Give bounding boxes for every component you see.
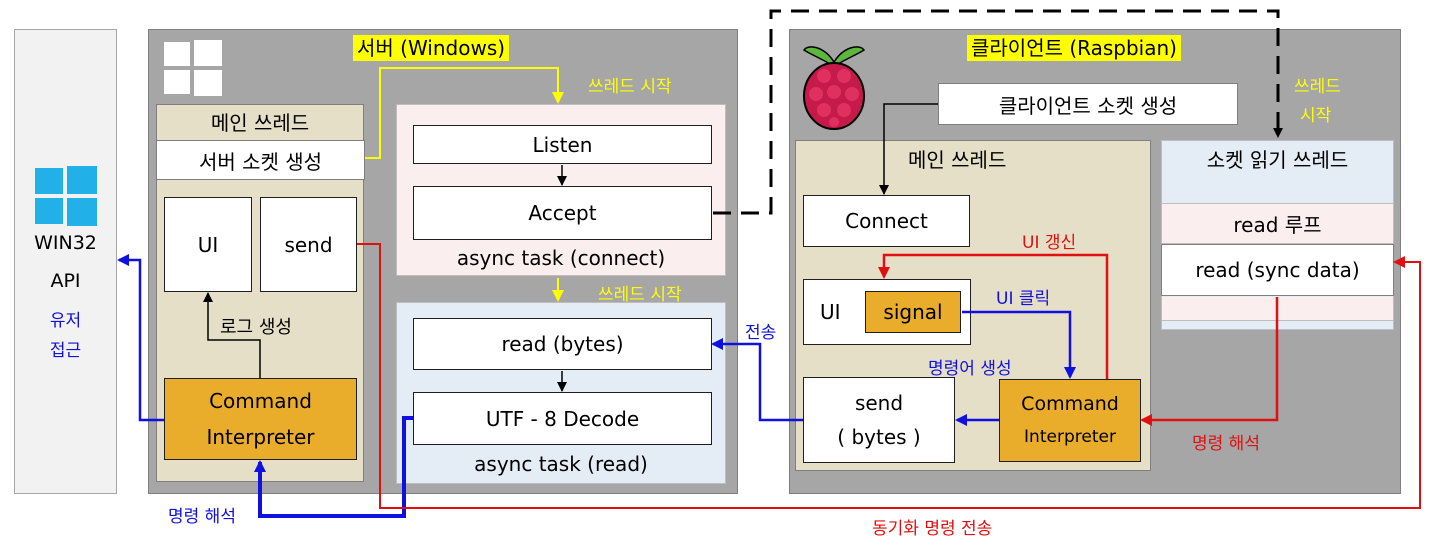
raspberry-pi-icon	[802, 46, 866, 130]
client-ui-label: UI	[820, 300, 841, 324]
connection-dashed-line	[713, 9, 1283, 215]
api-title: API	[50, 270, 81, 292]
server-title: 서버 (Windows)	[353, 35, 510, 61]
client-thread-start-2: 시작	[1300, 106, 1332, 126]
transmit-label: 전송	[745, 323, 777, 343]
client-socket-to-connect-arrow	[879, 103, 938, 195]
server-create-socket-box: 서버 소켓 생성	[156, 140, 365, 180]
client-send-line2: ( bytes )	[837, 425, 921, 449]
user-access-label-2: 접근	[49, 340, 82, 361]
read-sync-box: read (sync data)	[1161, 244, 1394, 296]
server-main-thread-label: 메인 쓰레드	[210, 110, 310, 135]
thread-start-arrow-1	[365, 67, 564, 159]
read-loop-label: read 루프	[1162, 203, 1393, 244]
read-bytes-box: read (bytes)	[413, 318, 712, 370]
log-create-arrow	[203, 292, 261, 378]
async-connect-label: async task (connect)	[456, 246, 666, 270]
decode-to-server-cmd-arrow	[254, 416, 413, 518]
server-send-box: send	[260, 197, 357, 292]
thread-start-label-1: 쓰레드 시작	[588, 77, 672, 97]
client-title: 클라이언트 (Raspbian)	[967, 35, 1181, 61]
signal-to-client-cmd-arrow	[962, 310, 1076, 379]
client-send-to-read-arrow	[711, 338, 803, 422]
client-cmd-line1: Command	[1021, 392, 1119, 415]
client-thread-start-1: 쓰레드	[1294, 77, 1341, 97]
client-command-interpreter: Command Interpreter	[999, 379, 1141, 462]
sync-command-send-arrow	[357, 243, 1421, 509]
signal-box: signal	[865, 291, 961, 333]
client-send-box: send ( bytes )	[803, 377, 955, 463]
server-ui-box: UI	[164, 197, 252, 292]
client-main-thread-label: 메인 쓰레드	[908, 148, 1007, 172]
socket-read-thread-label: 소켓 읽기 쓰레드	[1206, 147, 1349, 172]
ui-click-label: UI 클릭	[996, 289, 1051, 309]
win32-api-panel: WIN32 API 유저 접근	[14, 29, 117, 494]
sync-send-label: 동기화 명령 전송	[872, 519, 993, 539]
utf8-decode-box: UTF - 8 Decode	[413, 392, 712, 445]
windows-logo-icon	[35, 166, 97, 226]
windows-logo-icon	[164, 40, 222, 96]
listen-box: Listen	[413, 125, 712, 164]
ui-update-arrow	[878, 253, 1109, 379]
read-sync-to-client-cmd-arrow	[1140, 297, 1279, 426]
client-send-line1: send	[854, 391, 904, 415]
server-cmd-parse-label: 명령 해석	[168, 507, 236, 527]
thread-start-label-2: 쓰레드 시작	[598, 285, 682, 305]
log-create-label: 로그 생성	[220, 317, 292, 338]
server-cmd-to-win32-arrow	[117, 254, 164, 422]
accept-box: Accept	[413, 186, 712, 240]
client-cmd-line2: Interpreter	[1024, 426, 1116, 447]
server-command-interpreter: Command Interpreter	[164, 378, 357, 460]
client-create-socket-box: 클라이언트 소켓 생성	[938, 83, 1238, 125]
user-access-label-1: 유저	[49, 310, 82, 331]
cmd-gen-label: 명령어 생성	[928, 359, 1012, 379]
async-read-label: async task (read)	[474, 452, 648, 476]
connect-box: Connect	[803, 195, 970, 247]
ui-update-label: UI 갱신	[1022, 233, 1077, 253]
win32-title: WIN32	[34, 232, 97, 254]
client-cmd-parse-label: 명령 해석	[1192, 434, 1260, 454]
server-cmd-line2: Interpreter	[206, 425, 315, 449]
server-cmd-line1: Command	[209, 389, 312, 413]
